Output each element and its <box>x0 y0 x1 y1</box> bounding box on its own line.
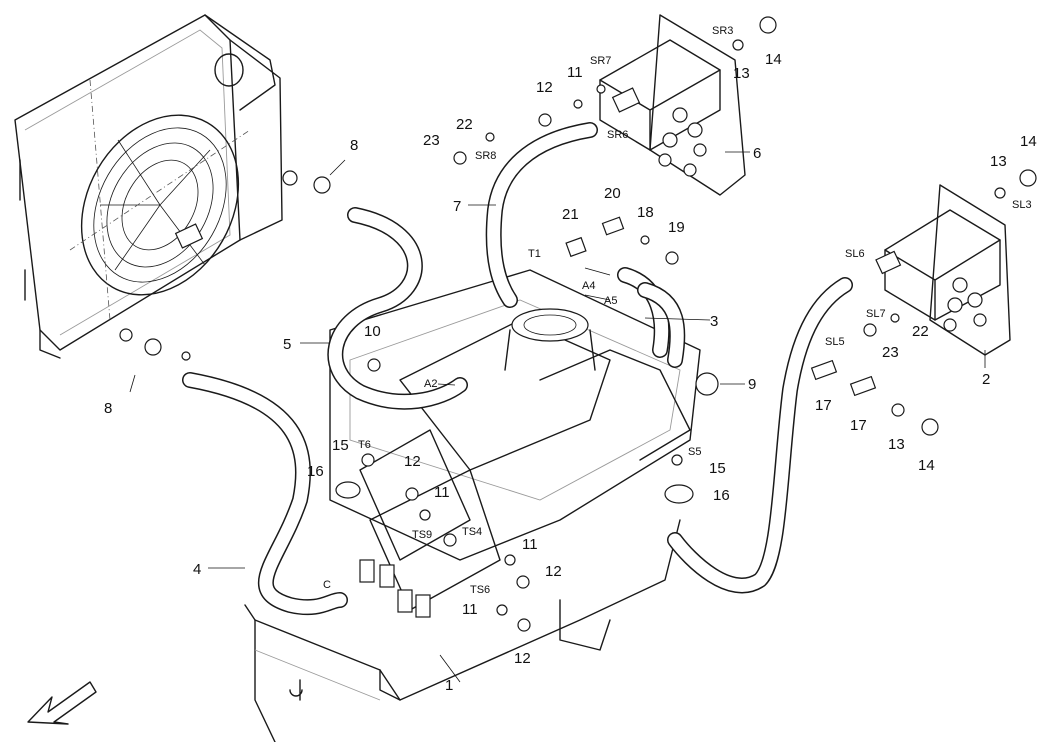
port-code-a5: A5 <box>604 295 617 307</box>
leader-lines <box>129 151 986 683</box>
callout-5: 5 <box>283 336 291 353</box>
port-code-ts9: TS9 <box>412 529 432 541</box>
callout-14-top: 14 <box>765 51 782 68</box>
hydraulic-tank <box>244 519 681 742</box>
callout-23-right: 23 <box>882 344 899 361</box>
callout-18: 18 <box>637 204 654 221</box>
callout-12-bottom: 12 <box>514 650 531 667</box>
callout-10: 10 <box>364 323 381 340</box>
port-code-ts6: TS6 <box>470 584 490 596</box>
port-code-s5: S5 <box>688 446 701 458</box>
callout-6: 6 <box>753 145 761 162</box>
port-code-sr8: SR8 <box>475 150 496 162</box>
callout-12-top: 12 <box>536 79 553 96</box>
callout-8-bottom: 8 <box>104 400 112 417</box>
callout-23-top: 23 <box>423 132 440 149</box>
valve-block-2 <box>875 184 1011 356</box>
port-code-sl7: SL7 <box>866 308 886 320</box>
callout-21: 21 <box>562 206 579 223</box>
callouts: 1 2 3 4 5 6 7 8 8 9 10 11 11 11 11 12 12… <box>104 51 1037 694</box>
callout-14-right: 14 <box>1020 133 1037 150</box>
port-code-c: C <box>323 579 331 591</box>
callout-17-right: 17 <box>850 417 867 434</box>
direction-arrow-icon <box>27 681 97 725</box>
port-codes: SR3 SR7 SR6 SR8 SL3 SL6 SL7 SL5 T1 A4 A5… <box>323 25 1032 596</box>
radiator-fan-icon <box>14 14 283 359</box>
callout-3: 3 <box>710 313 718 330</box>
callout-22-right: 22 <box>912 323 929 340</box>
port-code-sl6: SL6 <box>845 248 865 260</box>
hose-right <box>667 277 853 594</box>
port-code-sr7: SR7 <box>590 55 611 67</box>
port-code-sr3: SR3 <box>712 25 733 37</box>
callout-12-mid: 12 <box>404 453 421 470</box>
port-code-a4: A4 <box>582 280 595 292</box>
callout-1: 1 <box>445 677 453 694</box>
callout-12-low: 12 <box>545 563 562 580</box>
callout-7: 7 <box>453 198 461 215</box>
callout-13-low: 13 <box>888 436 905 453</box>
callout-11-mid: 11 <box>434 484 450 501</box>
callout-13-right: 13 <box>990 153 1007 170</box>
callout-15-right: 15 <box>709 460 726 477</box>
port-code-a2: A2 <box>424 378 437 390</box>
callout-8-top: 8 <box>350 137 358 154</box>
callout-20: 20 <box>604 185 621 202</box>
callout-11-low: 11 <box>522 536 538 553</box>
valve-block-6 <box>599 14 746 196</box>
callout-9: 9 <box>748 376 756 393</box>
callout-2: 2 <box>982 371 990 388</box>
port-code-sl3: SL3 <box>1012 199 1032 211</box>
callout-16-left: 16 <box>307 463 324 480</box>
pipe-a4-a5 <box>617 267 686 368</box>
hose-5 <box>327 207 468 410</box>
callout-16-right: 16 <box>713 487 730 504</box>
port-code-sr6: SR6 <box>607 129 628 141</box>
callout-19: 19 <box>668 219 685 236</box>
port-code-ts4: TS4 <box>462 526 482 538</box>
callout-11-bottom: 11 <box>462 601 478 618</box>
callout-22-top: 22 <box>456 116 473 133</box>
callout-17-left: 17 <box>815 397 832 414</box>
callout-15-left: 15 <box>332 437 349 454</box>
callout-11-top: 11 <box>567 64 583 81</box>
port-code-sl5: SL5 <box>825 336 845 348</box>
hose-4 <box>182 372 348 616</box>
pump-block <box>329 269 701 618</box>
hose-7 <box>485 122 598 308</box>
callout-14-low: 14 <box>918 457 935 474</box>
fittings <box>119 16 1037 632</box>
port-code-t1: T1 <box>528 248 541 260</box>
callout-4: 4 <box>193 561 201 578</box>
callout-13-top: 13 <box>733 65 750 82</box>
port-code-t6: T6 <box>358 439 371 451</box>
